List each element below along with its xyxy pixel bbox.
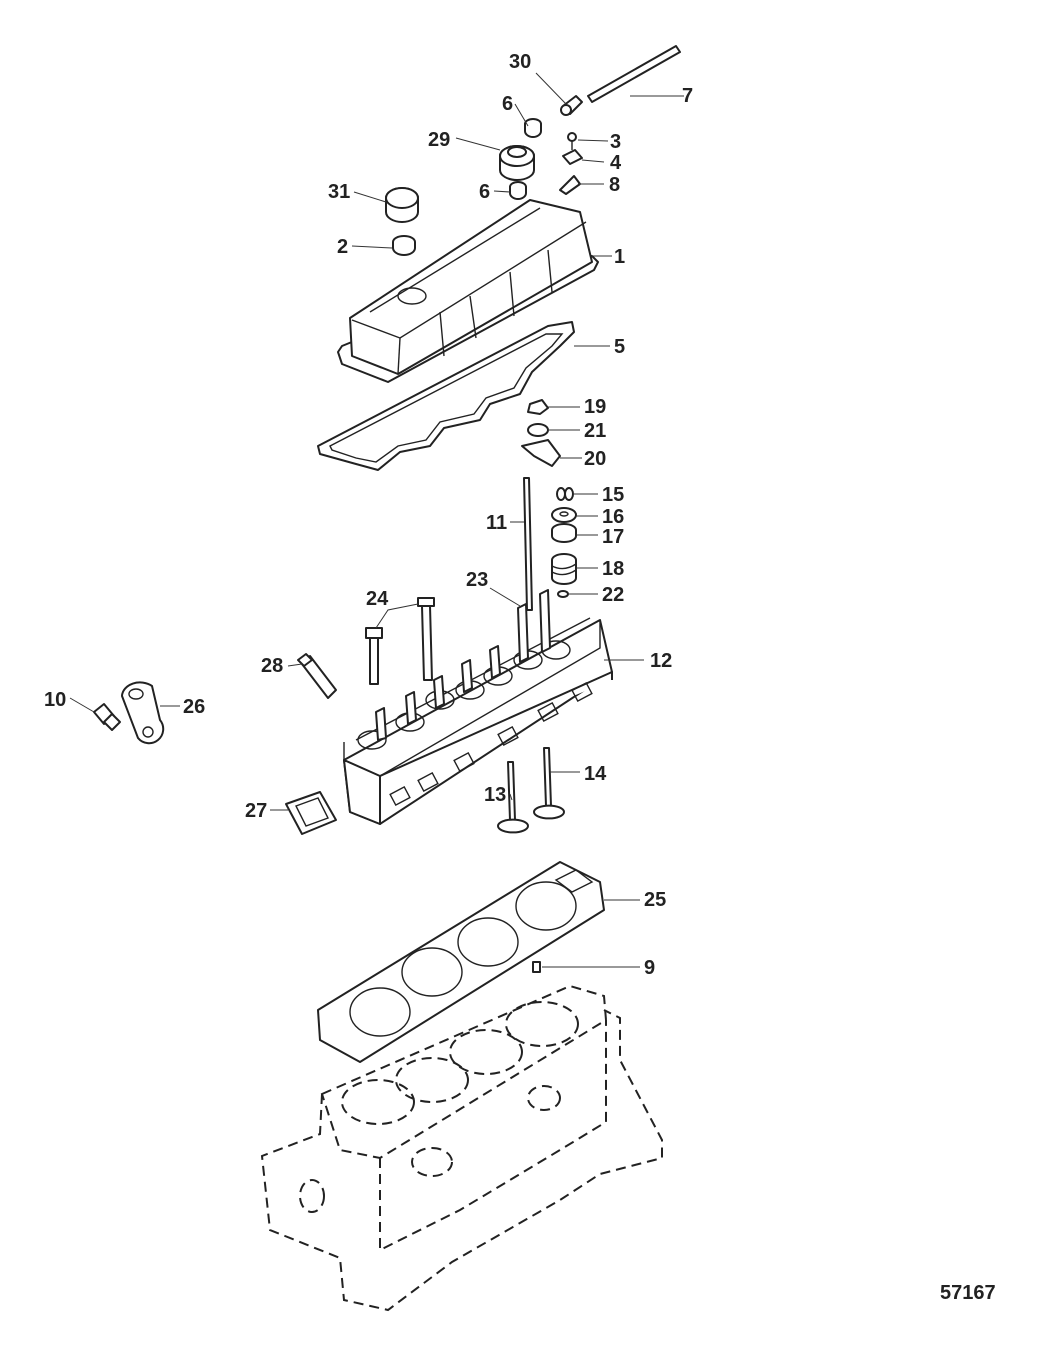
part-12-cylinder-head: [343, 589, 613, 825]
part-5-gasket: [317, 321, 575, 471]
callout-5: 5: [614, 336, 625, 358]
part-9-dowel: [532, 961, 541, 973]
callout-16: 16: [602, 506, 624, 528]
part-17-seal: [551, 523, 577, 543]
callout-27: 27: [245, 800, 267, 822]
callout-31: 31: [328, 181, 350, 203]
callout-11: 11: [486, 512, 507, 534]
part-31-filler-cap: [385, 187, 419, 223]
callout-3: 3: [610, 131, 621, 153]
callout-7: 7: [682, 85, 693, 107]
part-18-spring: [551, 553, 577, 585]
part-24-head-bolts: [365, 597, 435, 685]
part-20-rocker-arm: [521, 439, 561, 467]
callout-9: 9: [644, 957, 655, 979]
part-25-head-gasket: [317, 861, 605, 1063]
part-1-valve-cover: [337, 199, 599, 383]
callout-2: 2: [337, 236, 348, 258]
callout-1: 1: [614, 246, 625, 268]
callout-13: 13: [484, 784, 506, 806]
part-4-clamp: [562, 149, 583, 165]
part-28-glow-plug: [297, 653, 337, 699]
part-2-plug: [392, 235, 416, 256]
callout-25: 25: [644, 889, 666, 911]
part-6-cap-lower: [509, 181, 527, 200]
callout-23: 23: [466, 569, 488, 591]
part-22-seat: [557, 590, 569, 598]
part-29-breather-cap: [499, 145, 535, 181]
part-14-valve: [533, 747, 565, 820]
part-7-tube: [587, 45, 681, 103]
callout-10: 10: [44, 689, 66, 711]
part-16-retainer: [551, 507, 577, 523]
callout-labels: 30 7 6 3 29 4 6 8 31 2 1 5 19 21 20 15 1…: [44, 51, 693, 979]
callout-14: 14: [584, 763, 607, 785]
callout-6-lower: 6: [479, 181, 490, 203]
callout-12: 12: [650, 650, 672, 672]
part-13-valve: [497, 761, 529, 834]
part-3-screw: [567, 132, 577, 150]
callout-29: 29: [428, 129, 450, 151]
part-10-bolt: [93, 703, 121, 731]
callout-21: 21: [584, 420, 606, 442]
part-11-pushrod: [523, 477, 533, 611]
callout-20: 20: [584, 448, 606, 470]
callout-19: 19: [584, 396, 606, 418]
callout-28: 28: [261, 655, 283, 677]
callout-26: 26: [183, 696, 205, 718]
part-19-nut: [527, 399, 549, 415]
leader-lines: [69, 72, 684, 968]
part-21-washer: [527, 423, 549, 437]
callout-24: 24: [366, 588, 389, 610]
part-6-cap-upper: [524, 118, 542, 138]
part-30-fitting: [560, 95, 583, 116]
callout-22: 22: [602, 584, 624, 606]
callout-4: 4: [610, 152, 622, 174]
part-26-lifting-bracket: [121, 681, 165, 745]
callout-8: 8: [609, 174, 620, 196]
callout-18: 18: [602, 558, 624, 580]
callout-15: 15: [602, 484, 624, 506]
part-27-gasket: [285, 791, 337, 835]
figure-id: 57167: [940, 1282, 996, 1304]
cylinder-block-reference: [260, 984, 663, 1312]
part-15-keepers: [556, 487, 574, 501]
callout-30: 30: [509, 51, 531, 73]
callout-17: 17: [602, 526, 624, 548]
callout-6-upper: 6: [502, 93, 513, 115]
part-8-bracket: [559, 175, 581, 195]
